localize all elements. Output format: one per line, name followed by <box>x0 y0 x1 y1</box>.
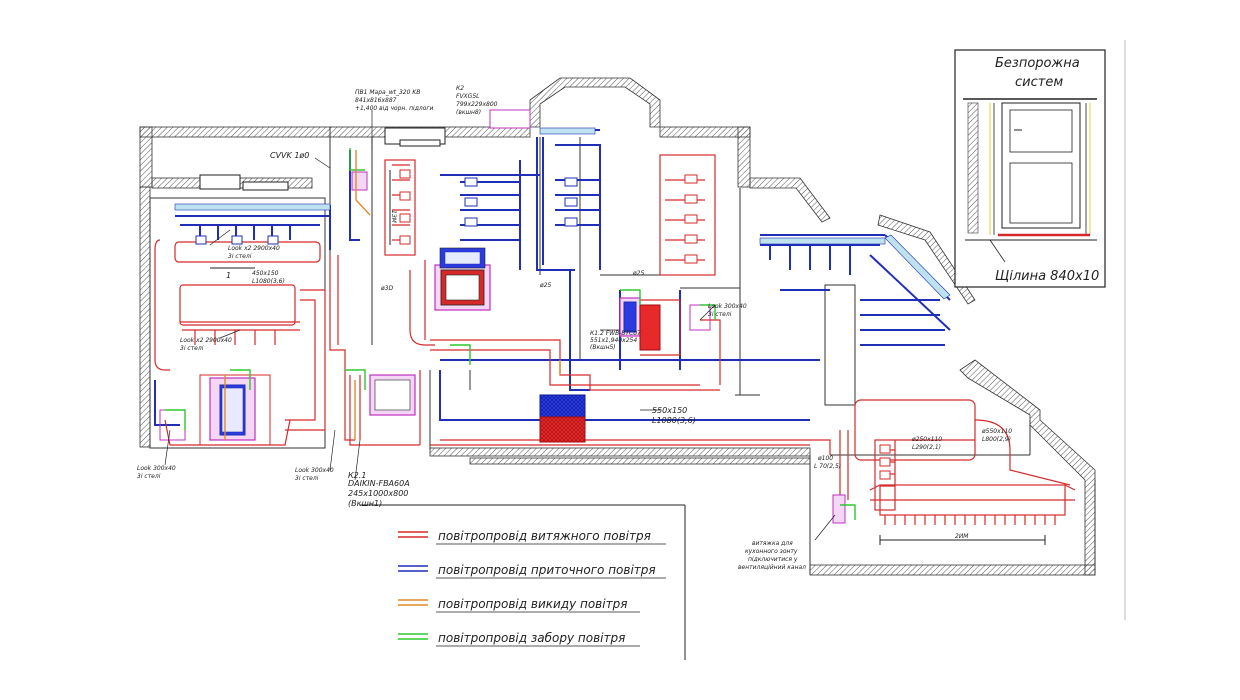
label-d550-length: L800(2,9) <box>982 436 1011 443</box>
label-look2-line2: 3і стелі <box>180 345 204 352</box>
label-look2-line1: Look x2 2900x40 <box>180 337 232 344</box>
legend-label-exhaust: повітропровід викиду повітря <box>438 597 627 611</box>
label-dim-bottom: 2ИМ <box>955 533 969 540</box>
label-k21-line2: DAIKIN-FBA60A <box>348 479 410 488</box>
label-cvvk: CVVK 1ø0 <box>270 151 309 160</box>
room-outlines <box>149 137 1096 575</box>
inset-detail: Безпорожна систем Щілина 840x10 <box>954 40 1126 620</box>
legend-item-extract: повітропровід витяжного повітря <box>398 529 666 545</box>
legend-item-exhaust: повітропровід викиду повітря <box>398 597 640 613</box>
plan-labels: CVVK 1ø0 ПВ1 Mapa_wt_320 KB 841x816x887 … <box>137 85 1012 571</box>
label-d250-length: L290(2,1) <box>912 444 941 451</box>
label-d100-length: L 70(2,5) <box>814 463 841 470</box>
inset-title-line2: систем <box>1015 75 1063 90</box>
legend-item-supply: повітропровід приточного повітря <box>398 563 666 579</box>
window-frames <box>199 109 531 191</box>
label-d550: ø550x110 <box>981 428 1012 435</box>
label-k2-line3: 799x229x800 <box>456 101 498 108</box>
label-d25a: ø25 <box>632 270 644 277</box>
extract-outlets <box>399 169 891 480</box>
label-kitchen-line3: підключитися у <box>748 556 798 563</box>
label-kitchen-line2: кухонного зонту <box>745 548 798 555</box>
label-d25b: ø25 <box>539 282 551 289</box>
legend: повітропровід витяжного повітря повітроп… <box>360 504 686 660</box>
label-main-duct-line1: 550x150 <box>652 406 687 415</box>
label-look3-line2: 3і стелі <box>137 473 161 480</box>
inset-title-line1: Безпорожна <box>995 56 1080 71</box>
legend-label-intake: повітропровід забору повітря <box>438 631 625 645</box>
dimension-lines <box>210 170 1046 545</box>
label-k12-line1: К1.2 FWB-BTC07 <box>590 330 641 337</box>
label-k21-line3: 245x1000x800 <box>348 489 408 498</box>
label-look1-line1: Look x2 2900x40 <box>228 245 280 252</box>
label-look1-line2: 3і стелі <box>228 253 252 260</box>
inset-gap-label: Щілина 840x10 <box>995 269 1099 284</box>
label-main-duct-line2: L1080(3,6) <box>652 416 696 425</box>
supply-diffusers <box>195 177 578 245</box>
legend-item-intake: повітропровід забору повітря <box>398 631 640 647</box>
label-tag-1: 1 <box>226 271 231 280</box>
label-kitchen-line4: вентиляційний канал <box>738 564 806 571</box>
label-k12-line3: (Вкшн5) <box>590 344 616 351</box>
label-k21-line1: К2.1 <box>348 471 366 480</box>
label-size1-line1: 450x150 <box>252 270 279 277</box>
label-pv1-line3: +1,400 від чорн. підлоги <box>355 105 434 112</box>
label-k2-line1: К2 <box>456 85 464 92</box>
label-k2-line4: (вкшн8) <box>456 109 481 116</box>
label-k12-line2: 551x1,940x254 <box>590 337 637 344</box>
intake-exhaust-ducts <box>165 148 856 520</box>
label-d3d: ø3D <box>380 285 393 292</box>
label-pv1-line1: ПВ1 Mapa_wt_320 KB <box>355 89 420 96</box>
label-k2-line2: FVXG5L <box>456 93 479 100</box>
legend-label-extract: повітропровід витяжного повітря <box>438 529 651 543</box>
label-d100: ø100 <box>817 455 833 462</box>
legend-label-supply: повітропровід приточного повітря <box>438 563 656 577</box>
label-dim-mid: 1ЗМ <box>390 210 397 224</box>
label-k21-line4: (Вкшн1) <box>348 499 382 508</box>
label-pv1-line2: 841x816x887 <box>355 97 397 104</box>
label-look3-line1: Look 300x40 <box>137 465 176 472</box>
equipment-units <box>159 171 846 524</box>
label-look5-line1: Look 300x40 <box>708 303 747 310</box>
label-look5-line2: 3і стелі <box>708 311 732 318</box>
supply-duct-bands <box>174 127 951 300</box>
label-look4-line1: Look 300x40 <box>295 467 334 474</box>
label-size1-line2: L1080(3,6) <box>252 278 285 285</box>
label-look4-line2: 3і стелі <box>295 475 319 482</box>
leader-lines <box>164 110 836 541</box>
label-d250: ø250x110 <box>911 436 942 443</box>
label-kitchen-line1: витяжка для <box>752 540 793 547</box>
